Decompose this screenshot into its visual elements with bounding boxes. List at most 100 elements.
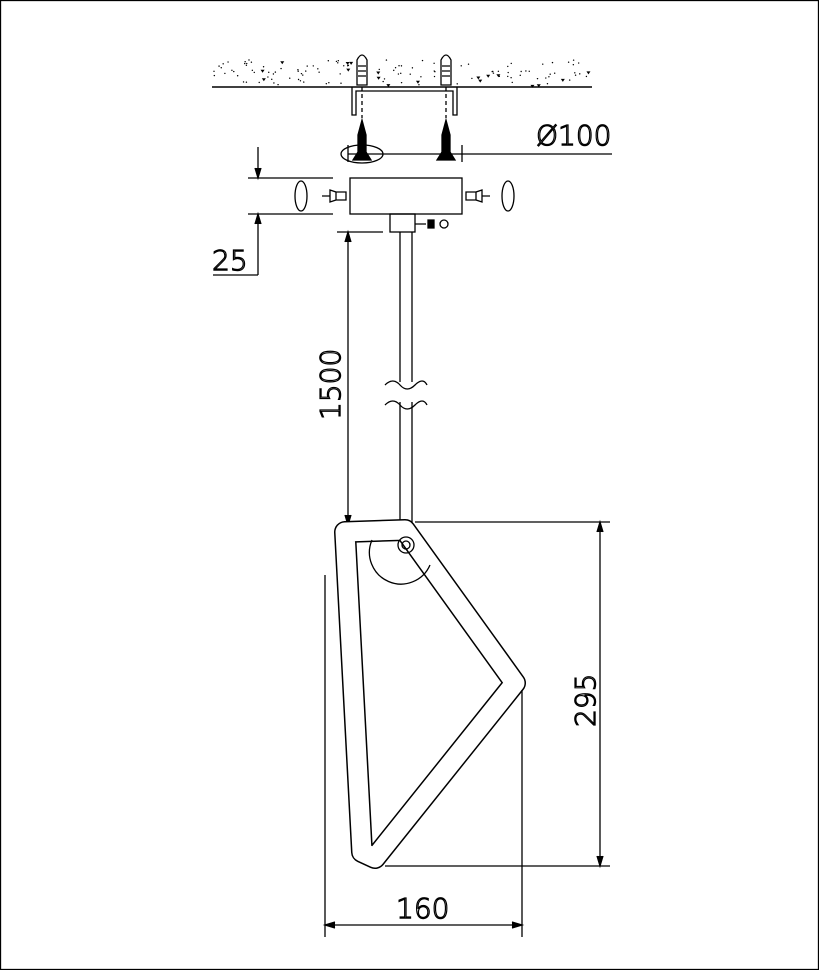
concrete-speckle [530,84,535,88]
concrete-speckle [250,61,253,63]
cable-length-label: 1500 [314,349,347,420]
diameter-label: Ø100 [536,119,611,152]
concrete-speckle [519,74,521,77]
concrete-speckle [218,65,220,67]
concrete-speckle [328,81,330,84]
concrete-speckle [568,79,571,81]
concrete-speckle [383,78,386,80]
concrete-speckle [492,72,495,74]
concrete-speckle [471,77,473,80]
concrete-speckle [303,81,305,83]
lamp-body [334,519,526,869]
concrete-speckle [572,64,575,66]
concrete-speckle [268,71,270,74]
concrete-speckle [507,75,509,78]
canopy-box [349,177,463,215]
ground-icon [439,219,449,229]
concrete-speckle [325,83,328,85]
concrete-speckle [411,67,414,69]
concrete-speckle [327,60,330,62]
concrete-speckle [415,80,420,84]
concrete-speckle [385,59,388,61]
concrete-speckle [273,82,275,84]
concrete-speckle [549,73,551,75]
concrete-speckle [572,59,575,61]
concrete-speckle [272,73,275,75]
concrete-speckle [289,77,291,79]
concrete-speckle [335,60,338,63]
concrete-speckle [302,74,304,76]
concrete-speckle [318,71,320,73]
concrete-speckle [248,59,250,61]
concrete-speckle [497,70,500,72]
concrete-speckle [349,61,354,65]
concrete-speckle [579,73,581,75]
concrete-speckle [434,71,436,73]
concrete-speckle [277,83,279,86]
concrete-speckle [231,69,233,72]
concrete-speckle [347,65,349,67]
concrete-speckle [586,71,591,75]
concrete-speckle [386,84,391,88]
concrete-speckle [297,69,299,71]
concrete-speckle [546,82,549,85]
concrete-speckle [542,63,544,65]
concrete-speckle [340,82,342,84]
concrete-speckle [258,81,260,84]
concrete-speckle [394,67,397,69]
concrete-speckle [545,77,547,79]
concrete-speckle [274,71,277,73]
concrete-speckle [213,70,215,72]
concrete-speckle [245,64,248,66]
concrete-speckle [213,74,216,77]
concrete-speckle [511,81,513,84]
concrete-speckle [400,81,403,84]
concrete-speckle [510,62,512,65]
concrete-speckle [244,61,246,63]
concrete-speckle [376,71,381,75]
concrete-speckle [251,69,254,72]
concrete-speckle [478,79,483,83]
concrete-speckle [528,70,530,72]
concrete-speckle [433,75,436,78]
concrete-speckle [242,81,245,83]
concrete-speckle [382,80,384,83]
concrete-speckle [343,65,345,67]
concrete-speckle [507,71,509,74]
concrete-speckle [339,73,341,75]
concrete-speckle [222,63,224,65]
concrete-speckle [280,61,285,65]
concrete-speckle [398,65,400,67]
concrete-speckle [378,68,380,71]
concrete-speckle [476,76,481,80]
suspension-rod [384,232,428,525]
concrete-speckle [577,62,580,64]
width-label: 160 [396,892,449,925]
concrete-speckle [409,73,411,75]
concrete-speckle [244,62,246,65]
concrete-speckle [253,71,255,74]
concrete-speckle [337,59,340,62]
concrete-speckle [227,61,229,63]
height-dimension [385,519,610,869]
concrete-speckle [520,70,522,73]
concrete-speckle [393,69,395,72]
diameter-dimension [347,145,612,162]
concrete-speckle [460,65,462,67]
concrete-speckle [525,70,527,72]
canopy-height-dimension [213,147,333,276]
concrete-speckle [300,72,303,75]
concrete-speckle [536,77,539,80]
concrete-speckle [551,61,554,64]
wall-anchors [356,54,452,86]
concrete-speckle [548,76,550,78]
concrete-speckle [536,84,541,88]
concrete-speckle [486,74,491,78]
concrete-speckle [510,76,512,79]
concrete-speckle [220,67,222,69]
canopy-height-label: 25 [212,244,248,277]
concrete-speckle [491,70,493,73]
wire-terminal [415,219,435,229]
